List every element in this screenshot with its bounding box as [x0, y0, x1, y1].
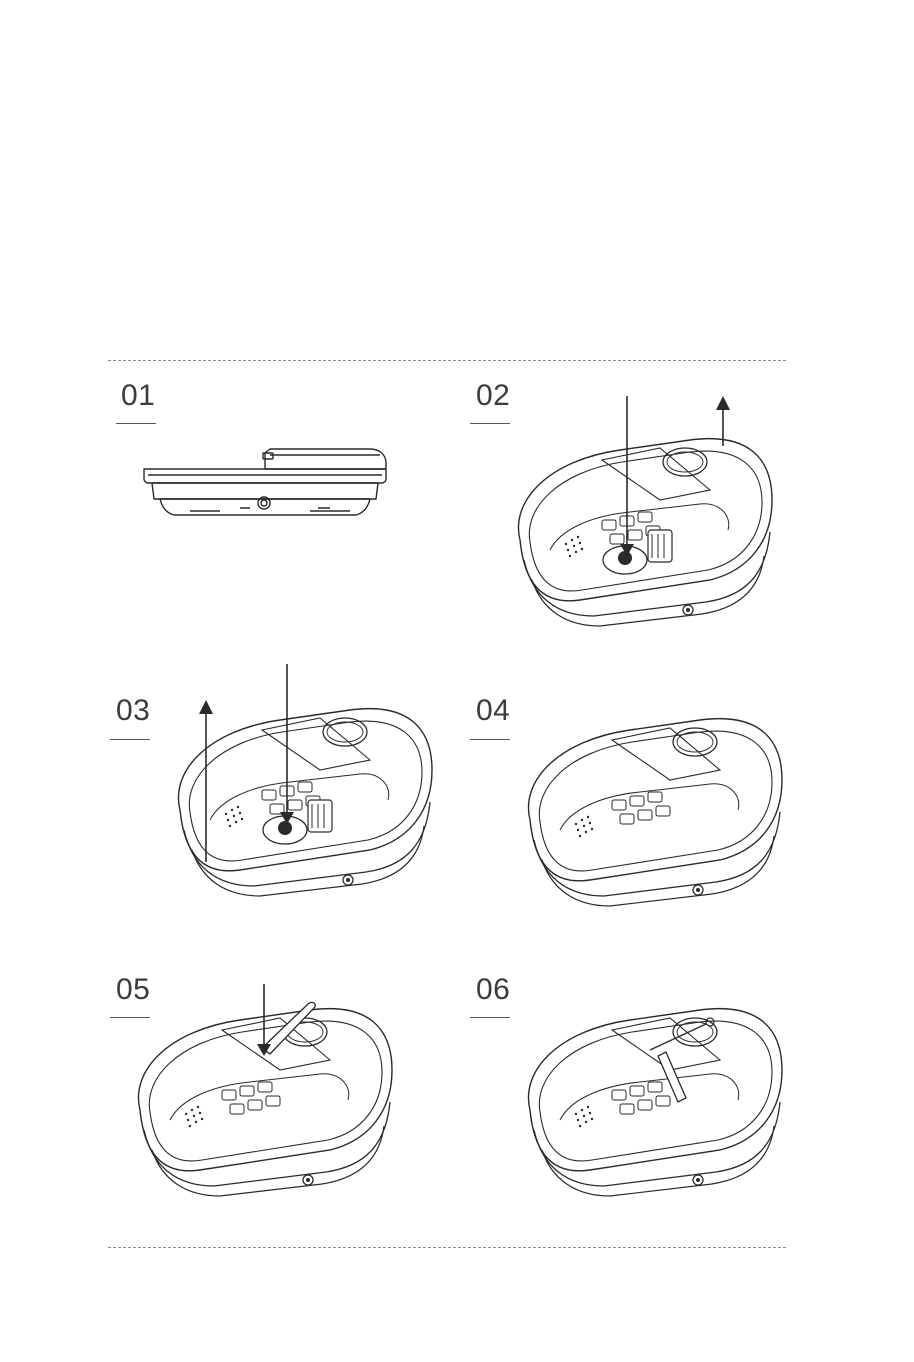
figure-01-folded-side-view — [130, 445, 400, 525]
step-rule-02 — [470, 423, 510, 424]
figure-06-handle-inserted — [520, 990, 790, 1215]
figure-03-lifting-side — [170, 690, 440, 905]
figure-02-removing-cover — [510, 420, 780, 635]
step-number-04: 04 — [476, 694, 510, 728]
step-number-06: 06 — [476, 973, 510, 1007]
top-dashed-divider — [108, 360, 786, 361]
figure-05-handle-raised — [130, 990, 400, 1215]
step-rule-03 — [110, 739, 150, 740]
step-rule-04 — [470, 739, 510, 740]
figure-04-expanded-basin — [520, 700, 790, 925]
step-number-01: 01 — [121, 379, 155, 413]
step-number-02: 02 — [476, 379, 510, 413]
step-number-03: 03 — [116, 694, 150, 728]
bottom-dashed-divider — [108, 1247, 786, 1248]
step-rule-06 — [470, 1017, 510, 1018]
step-rule-01 — [116, 423, 156, 424]
